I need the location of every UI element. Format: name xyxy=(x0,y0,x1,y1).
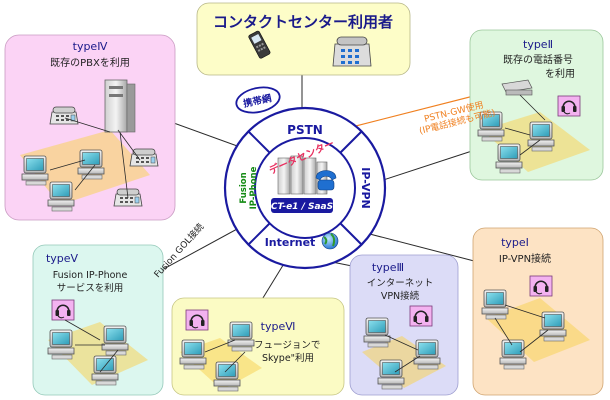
office-phone-icon xyxy=(332,36,372,67)
mobile-network-label: 携帯網 xyxy=(242,92,273,110)
central-hub: 携帯網 PSTN IP-VPN Internet Fusion IP-Phone… xyxy=(223,86,387,270)
ctel-saas-badge: CT-e1 / SaaS xyxy=(271,198,333,213)
type3-desc1: インターネット xyxy=(367,278,434,289)
link-type1 xyxy=(361,231,479,263)
mobile-network-bubble xyxy=(235,86,281,114)
type1-desc: IP-VPN接続 xyxy=(499,252,551,265)
mobile-phone-icon xyxy=(248,30,271,59)
type3-box: typeⅢ インターネット VPN接続 xyxy=(349,254,459,396)
data-center-server-icon xyxy=(277,155,328,195)
type5-box: typeⅤ Fusion IP-Phone サービスを利用 xyxy=(32,244,164,396)
type1-title: typeⅠ xyxy=(501,236,529,249)
type4-desc: 既存のPBXを利用 xyxy=(50,56,130,69)
type6-desc2: Skype"利用 xyxy=(262,352,314,364)
headset-icon xyxy=(557,95,581,117)
globe-icon xyxy=(321,232,339,250)
pbx-icon xyxy=(104,79,136,133)
type3-desc2: VPN接続 xyxy=(381,290,420,302)
internet-label: Internet xyxy=(265,236,316,249)
ip-vpn-label: IP-VPN xyxy=(359,167,372,209)
link-type2-vpn xyxy=(367,149,476,186)
type5-desc1: Fusion IP-Phone xyxy=(53,270,128,281)
type2-box: typeⅡ 既存の電話番号 を利用 xyxy=(469,29,604,181)
phone-icon xyxy=(49,106,79,125)
headset-icon xyxy=(529,275,553,297)
type4-box: typeⅣ 既存のPBXを利用 xyxy=(4,34,176,221)
type1-box: typeⅠ IP-VPN接続 xyxy=(472,227,604,396)
headset-icon xyxy=(51,299,75,321)
type6-box: typeⅥ "フュージョンで Skype"利用 xyxy=(171,297,345,396)
type2-title: typeⅡ xyxy=(523,38,553,51)
headset-icon xyxy=(409,305,433,327)
type2-desc2: を利用 xyxy=(545,68,575,80)
pstn-gateway-icon xyxy=(501,79,533,96)
type6-title: typeⅥ xyxy=(261,320,296,333)
contact-center-users-box: コンタクトセンター利用者 xyxy=(196,2,411,76)
telephone-icon xyxy=(315,170,337,191)
type3-title: typeⅢ xyxy=(372,261,404,274)
pstn-label: PSTN xyxy=(287,123,323,137)
type4-title: typeⅣ xyxy=(73,40,109,53)
type5-desc2: サービスを利用 xyxy=(57,282,124,294)
fusion-label: Fusion xyxy=(239,172,249,203)
headset-icon xyxy=(185,309,209,331)
type2-desc1: 既存の電話番号 xyxy=(503,53,573,66)
contact-center-users-title: コンタクトセンター利用者 xyxy=(213,13,393,31)
ip-phone-label: IP-Phone xyxy=(249,166,259,209)
type5-title: typeⅤ xyxy=(46,252,79,265)
ctel-saas-label: CT-e1 / SaaS xyxy=(271,202,333,212)
type6-desc1: "フュージョンで xyxy=(250,340,321,351)
